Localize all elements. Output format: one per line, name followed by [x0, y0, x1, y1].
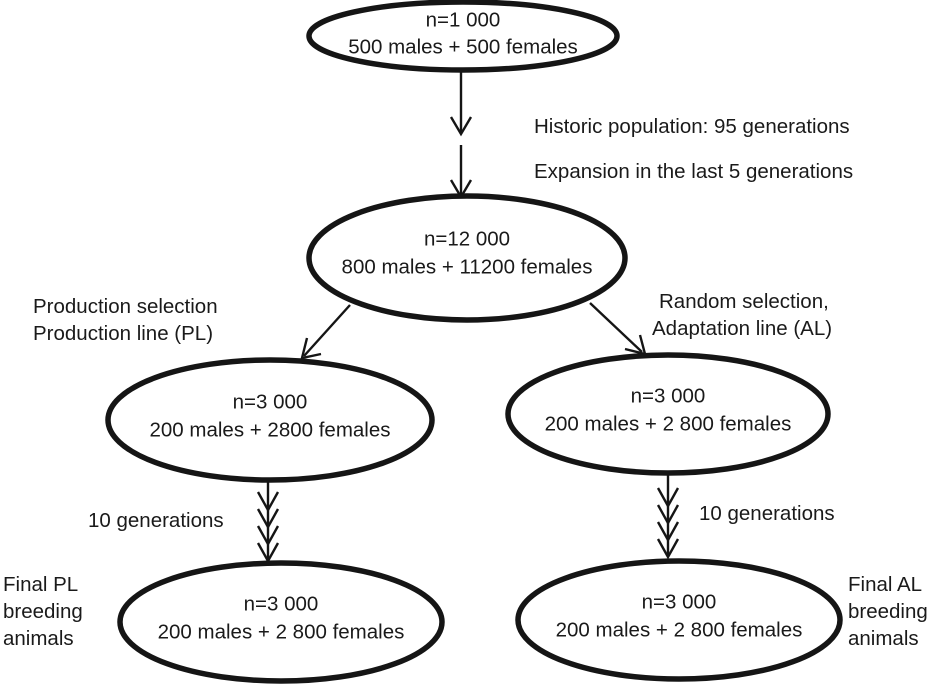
node-al-founder: n=3 000 200 males + 2 800 females — [505, 352, 831, 476]
annotation-expansion-note: Expansion in the last 5 generations — [534, 160, 853, 183]
node-expanded-line1: n=12 000 — [424, 227, 510, 250]
node-historic-line2: 500 males + 500 females — [348, 35, 578, 58]
connector-historic-to-expanded-lower — [449, 145, 473, 200]
annotation-al-final-line2: breeding — [848, 600, 928, 623]
node-expanded-population: n=12 000 800 males + 11200 females — [306, 193, 628, 323]
node-al-final-line1: n=3 000 — [642, 590, 717, 613]
annotation-al-final-line3: animals — [848, 627, 919, 650]
annotation-pl-final-line3: animals — [3, 627, 74, 650]
node-pl-final-line1: n=3 000 — [244, 592, 319, 615]
connector-historic-to-expanded-upper — [449, 70, 473, 137]
connector-pl-generations-arrow — [256, 481, 280, 564]
annotation-pl-selection-line2: Production line (PL) — [33, 322, 213, 345]
connector-expanded-to-pl — [300, 304, 351, 360]
annotation-al-final-line1: Final AL — [848, 573, 922, 596]
node-pl-founder: n=3 000 200 males + 2800 females — [105, 357, 435, 483]
annotation-historic-note: Historic population: 95 generations — [534, 115, 850, 138]
node-historic-population: n=1 000 500 males + 500 females — [306, 0, 620, 73]
node-al-final-line2: 200 males + 2 800 females — [556, 618, 803, 641]
node-al-final: n=3 000 200 males + 2 800 females — [515, 558, 843, 682]
node-al-founder-line2: 200 males + 2 800 females — [545, 412, 792, 435]
node-pl-founder-line1: n=3 000 — [233, 390, 308, 413]
annotation-al-selection-line1: Random selection, — [659, 290, 829, 313]
node-expanded-line2: 800 males + 11200 females — [342, 255, 593, 278]
node-pl-founder-line2: 200 males + 2800 females — [149, 418, 390, 441]
annotation-al-selection-line2: Adaptation line (AL) — [652, 317, 832, 340]
annotation-pl-final-line1: Final PL — [3, 573, 78, 596]
node-pl-final-line2: 200 males + 2 800 females — [158, 620, 405, 643]
connector-al-generations-arrow — [656, 473, 680, 560]
annotation-pl-selection-line1: Production selection — [33, 295, 218, 318]
connector-expanded-to-al — [589, 302, 647, 356]
annotation-pl-final-line2: breeding — [3, 600, 83, 623]
node-pl-final: n=3 000 200 males + 2 800 females — [117, 560, 445, 684]
annotation-pl-generations: 10 generations — [88, 509, 224, 532]
annotation-al-generations: 10 generations — [699, 502, 835, 525]
node-historic-line1: n=1 000 — [426, 8, 501, 31]
node-al-founder-line1: n=3 000 — [631, 384, 706, 407]
